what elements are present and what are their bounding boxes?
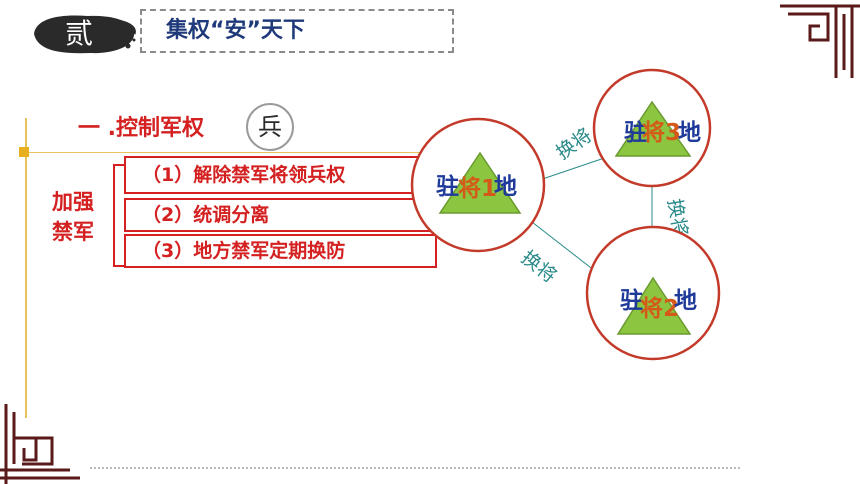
arrow-label: 换将 [552,124,596,164]
title-box [140,9,454,53]
garrison-node-1: 驻 将1 地 [410,117,546,253]
section-heading: 一 .控制军权 [78,116,205,141]
garrison-node-3: 驻 将3 地 [592,68,712,188]
horizontal-guide-line [20,152,440,153]
node-general: 将3 [642,120,681,146]
node-right: 地 [678,120,701,146]
group-bracket [113,164,125,267]
corner-ornament-top-right [780,4,860,78]
page-title: 集权“安”天下 [166,18,305,43]
node-general: 将1 [458,176,497,202]
bottom-divider [90,467,740,469]
corner-ornament-bottom-left [0,404,80,484]
soldier-tag: 兵 [246,103,294,151]
list-item: （3）地方禁军定期换防 [124,234,437,268]
rotation-diagram: 换将 换将 换将 驻 将1 地 驻 将3 地 驻 将2 地 [410,68,721,361]
node-left: 驻 [624,120,647,146]
left-guide-line [25,118,27,418]
group-label: 加强 禁军 [38,187,108,247]
node-left: 驻 [436,174,459,200]
group-label-line2: 禁军 [52,220,94,244]
guide-marker [19,147,29,157]
list-item: （1）解除禁军将领兵权 [124,156,437,194]
chapter-badge-text: 贰 [64,17,93,50]
node-left: 驻 [620,288,643,314]
node-right: 地 [674,288,697,314]
node-right: 地 [494,174,517,200]
chapter-badge-ink [34,15,136,54]
garrison-node-2: 驻 将2 地 [585,225,721,361]
list-item: （2）统调分离 [124,198,437,232]
arrow-label: 换将 [517,247,561,288]
group-label-line1: 加强 [52,190,94,214]
node-general: 将2 [640,296,679,322]
